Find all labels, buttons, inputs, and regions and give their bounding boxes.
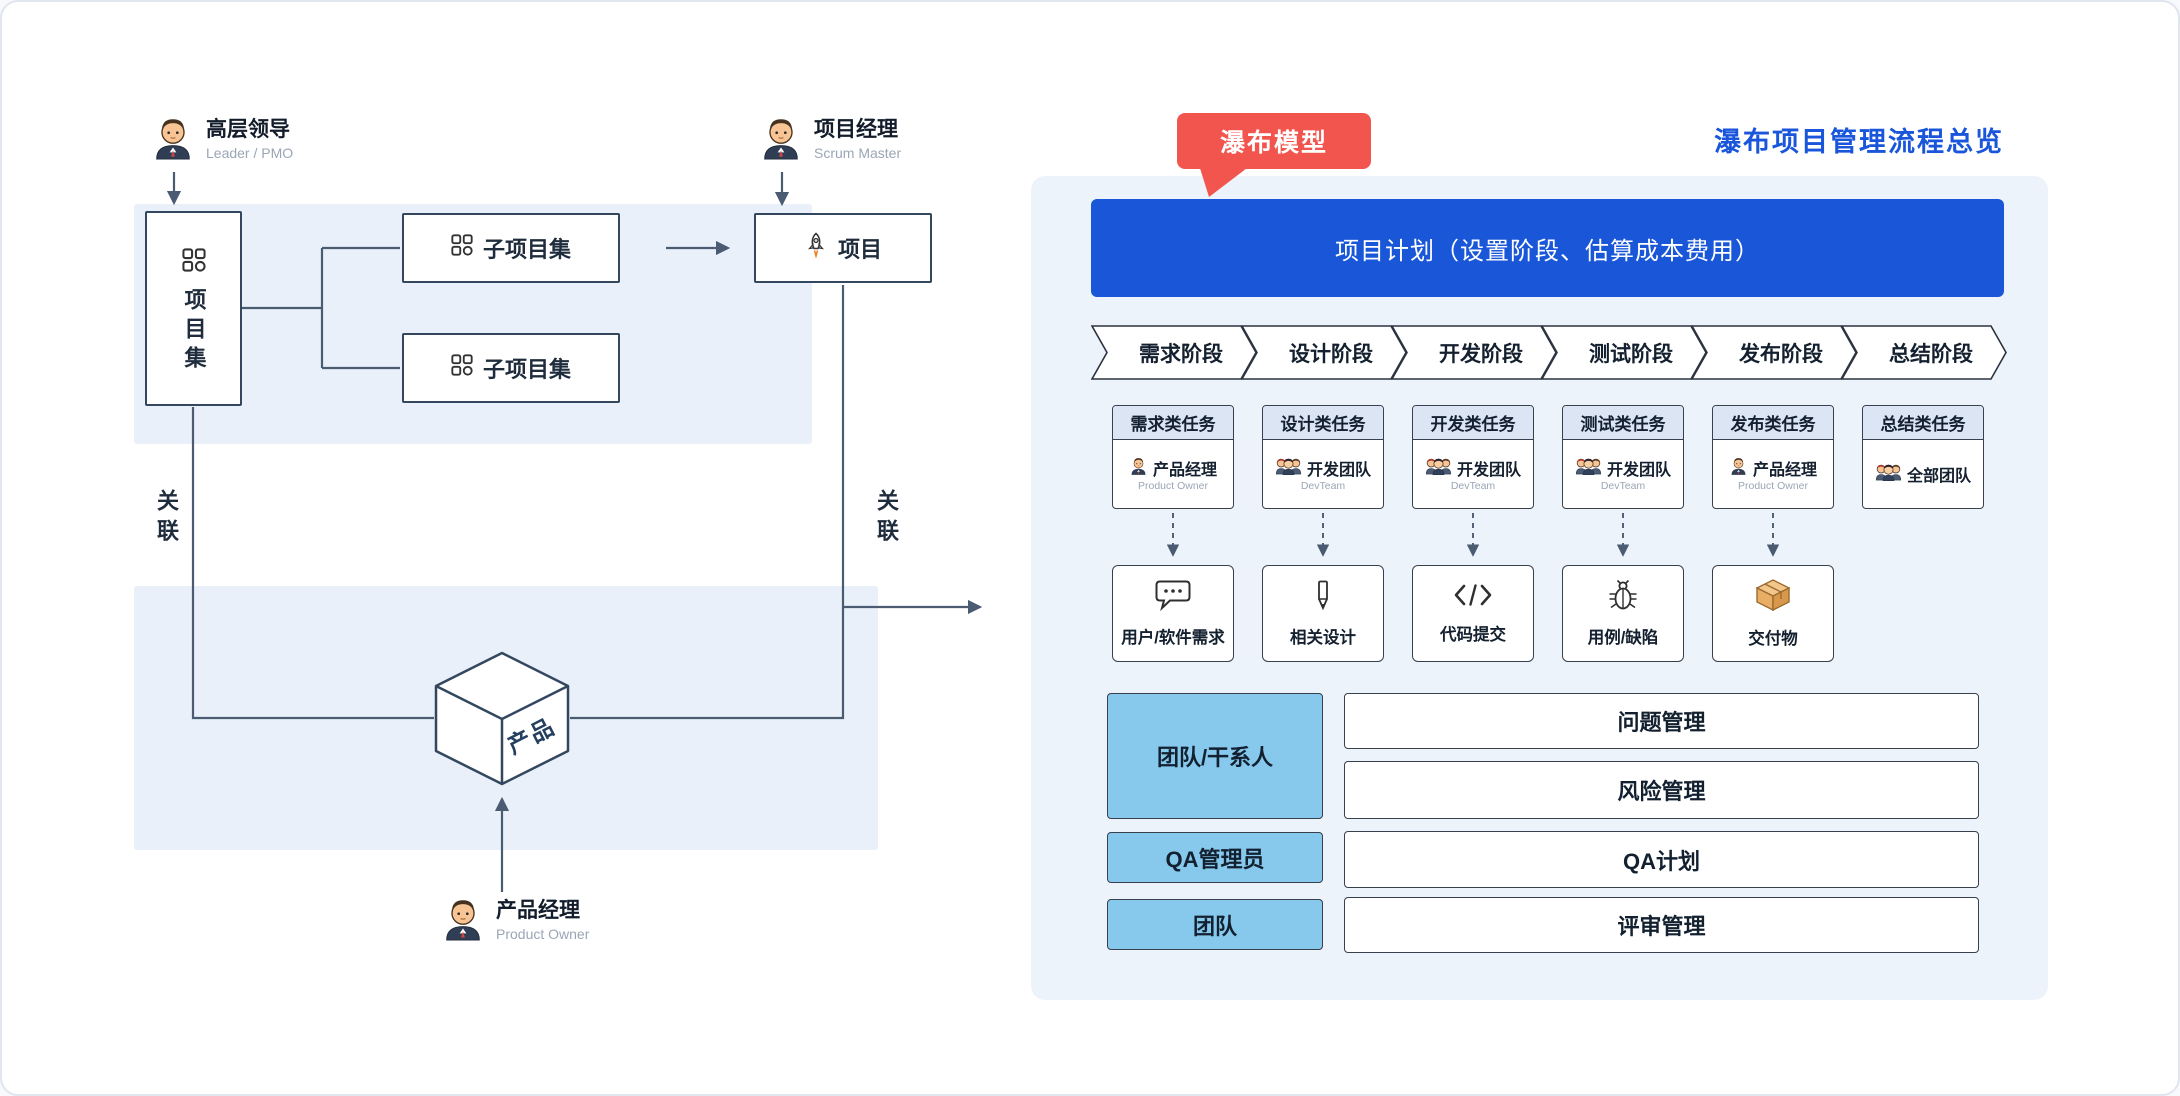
task-owner-subtitle: DevTeam: [1300, 480, 1346, 493]
sub-program-label: 子项目集: [482, 237, 571, 262]
task-card-development: 开发类任务 开发团队 DevTeam: [1412, 405, 1534, 509]
task-owner-subtitle: DevTeam: [1600, 480, 1646, 493]
task-card-design: 设计类任务 开发团队 DevTeam: [1262, 405, 1384, 509]
task-card-title: 需求类任务: [1113, 406, 1233, 440]
waterfall-panel: 项目计划（设置阶段、估算成本费用） 需求阶段 设计阶段 开发阶段 测试阶段 发布…: [1031, 176, 2048, 1000]
role-po-subtitle: Product Owner: [496, 926, 590, 943]
rocket-icon: [804, 232, 828, 264]
role-product-owner: 产品经理 Product Owner: [440, 895, 589, 946]
actor-box-qa-admin: QA管理员: [1107, 832, 1323, 883]
task-card-testing: 测试类任务 开发团队 DevTeam: [1562, 405, 1684, 509]
task-card-release: 发布类任务 产品经理 Product Owner: [1712, 405, 1834, 509]
stage-chevron-4: 测试阶段: [1541, 325, 1707, 380]
artifact-label: 用户/软件需求: [1121, 629, 1225, 647]
actor-box-team: 团队: [1107, 899, 1323, 950]
grid-icon: [451, 354, 473, 382]
stage-chevron-1: 需求阶段: [1091, 325, 1257, 380]
team-avatar-icon: [1875, 462, 1902, 486]
person-avatar-icon: [150, 114, 196, 165]
package-icon: [1755, 578, 1791, 617]
badge-label: 瀑布模型: [1219, 129, 1328, 157]
sub-program-box-1: 子项目集: [402, 213, 620, 283]
product-cube: 产品: [434, 651, 570, 786]
role-leader-name: 高层领导: [206, 118, 290, 141]
stage-label: 发布阶段: [1739, 342, 1823, 366]
badge-waterfall-model: 瀑布模型: [1177, 113, 1371, 197]
person-avatar-icon: [1129, 456, 1148, 480]
artifact-label: 用例/缺陷: [1587, 629, 1659, 647]
program-label: 项目集: [181, 288, 207, 375]
task-card-title: 发布类任务: [1713, 406, 1833, 440]
stage-chevron-6: 总结阶段: [1841, 325, 2007, 380]
assoc-label-left: 关联: [154, 489, 179, 549]
management-box-issues: 问题管理: [1344, 693, 1979, 749]
task-owner: 全部团队: [1906, 467, 1971, 485]
speech-bubble-icon: [1154, 579, 1192, 616]
project-label: 项目: [837, 237, 882, 262]
artifact-label: 代码提交: [1440, 626, 1506, 644]
artifact-box-requirements: 用户/软件需求: [1112, 565, 1234, 662]
role-leader-subtitle: Leader / PMO: [206, 145, 294, 162]
stage-chevron-5: 发布阶段: [1691, 325, 1857, 380]
task-owner: 开发团队: [1606, 462, 1671, 480]
person-avatar-icon: [758, 114, 804, 165]
artifact-box-deliverables: 交付物: [1712, 565, 1834, 662]
sub-program-label: 子项目集: [482, 357, 571, 382]
grid-icon: [451, 234, 473, 262]
stage-label: 总结阶段: [1889, 342, 1973, 366]
task-card-title: 设计类任务: [1263, 406, 1383, 440]
task-owner: 产品经理: [1152, 462, 1217, 480]
stage-label: 设计阶段: [1289, 342, 1373, 366]
task-owner: 开发团队: [1306, 462, 1371, 480]
sub-program-box-2: 子项目集: [402, 333, 620, 403]
task-card-title: 总结类任务: [1863, 406, 1983, 440]
code-icon: [1453, 582, 1493, 613]
role-pm-subtitle: Scrum Master: [814, 145, 902, 162]
artifact-box-code: 代码提交: [1412, 565, 1534, 662]
artifact-label: 交付物: [1748, 630, 1798, 648]
task-card-summary: 总结类任务 全部团队: [1862, 405, 1984, 509]
team-avatar-icon: [1275, 456, 1302, 480]
stage-label: 测试阶段: [1589, 342, 1673, 366]
task-owner-subtitle: DevTeam: [1450, 480, 1496, 493]
task-owner: 产品经理: [1752, 462, 1817, 480]
program-box: 项目集: [145, 211, 242, 406]
role-po-name: 产品经理: [496, 899, 580, 922]
plan-bar: 项目计划（设置阶段、估算成本费用）: [1091, 199, 2004, 297]
assoc-label-right: 关联: [874, 489, 899, 549]
task-owner: 开发团队: [1456, 462, 1521, 480]
management-box-qa-plan: QA计划: [1344, 831, 1979, 888]
task-card-title: 开发类任务: [1413, 406, 1533, 440]
artifact-box-defects: 用例/缺陷: [1562, 565, 1684, 662]
stage-chevron-2: 设计阶段: [1241, 325, 1407, 380]
actor-box-stakeholders: 团队/干系人: [1107, 693, 1323, 819]
artifact-box-design: 相关设计: [1262, 565, 1384, 662]
role-pm-name: 项目经理: [814, 118, 898, 141]
project-box: 项目: [754, 213, 932, 283]
task-card-title: 测试类任务: [1563, 406, 1683, 440]
team-avatar-icon: [1425, 456, 1452, 480]
task-owner-subtitle: Product Owner: [1737, 480, 1809, 493]
role-project-manager: 项目经理 Scrum Master: [758, 114, 901, 165]
task-owner-subtitle: Product Owner: [1137, 480, 1209, 493]
task-card-requirements: 需求类任务 产品经理 Product Owner: [1112, 405, 1234, 509]
pen-icon: [1313, 579, 1333, 616]
management-box-reviews: 评审管理: [1344, 897, 1979, 953]
badge-pointer: [1199, 165, 1251, 197]
person-avatar-icon: [1729, 456, 1748, 480]
stage-label: 开发阶段: [1439, 342, 1523, 366]
stage-label: 需求阶段: [1139, 342, 1223, 366]
team-avatar-icon: [1575, 456, 1602, 480]
person-avatar-icon: [440, 895, 486, 946]
artifact-label: 相关设计: [1290, 629, 1356, 647]
bug-icon: [1608, 579, 1638, 616]
role-leader: 高层领导 Leader / PMO: [150, 114, 293, 165]
grid-icon: [181, 248, 206, 278]
stage-chevron-3: 开发阶段: [1391, 325, 1557, 380]
management-box-risks: 风险管理: [1344, 761, 1979, 819]
page-title: 瀑布项目管理流程总览: [1714, 127, 2004, 157]
